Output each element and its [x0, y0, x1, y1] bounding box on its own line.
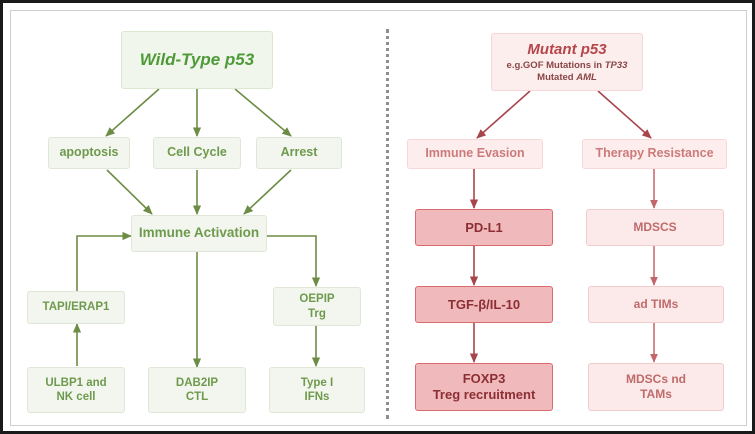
node-arrest[interactable]: Arrest [256, 137, 342, 169]
node-oepip-trg[interactable]: OEPIP Trg [273, 287, 361, 326]
node-foxp3-treg[interactable]: FOXP3 Treg recruitment [415, 363, 553, 411]
node-label: apoptosis [59, 145, 119, 160]
disease-name-aml: AML [576, 71, 597, 83]
gene-name-tp33: TP33 [604, 60, 628, 72]
node-label-line1: Type I [300, 376, 334, 389]
node-tapi-erap1[interactable]: TAPI/ERAP1 [27, 291, 125, 324]
node-label-line1: Mutant p53 [527, 40, 607, 58]
node-label-line2: e.g.GOF Mutations in TP33 [506, 60, 628, 72]
node-label-line2: NK cell [56, 391, 96, 403]
node-label-line1: ULBP1 and [45, 376, 107, 389]
node-label-line1: DAB2IP [175, 376, 219, 389]
node-label: Immune Evasion [425, 146, 525, 161]
node-label-line2: CTL [185, 391, 209, 403]
node-label-line1: MDSCs nd [626, 372, 686, 387]
node-label-line2: IFNs [304, 391, 330, 403]
node-label: Wild-Type p53 [139, 49, 255, 69]
node-ad-tims[interactable]: ad TIMs [588, 286, 724, 323]
node-mutant-p53[interactable]: Mutant p53 e.g.GOF Mutations in TP33 Mut… [491, 33, 643, 91]
node-mdscs-tams[interactable]: MDSCs nd TAMs [588, 363, 724, 411]
node-label-line2: TAMs [640, 387, 672, 401]
node-type-i-ifns[interactable]: Type I IFNs [269, 367, 365, 413]
node-dab2ip-ctl[interactable]: DAB2IP CTL [148, 367, 246, 413]
node-label-line3: Mutated AML [537, 71, 597, 83]
node-label-line2: Trg [308, 307, 326, 320]
node-tgf-beta-il-10[interactable]: TGF-β/IL-10 [415, 286, 553, 323]
panel-divider [386, 29, 389, 419]
node-pd-l1[interactable]: PD-L1 [415, 209, 553, 246]
node-label: TAPI/ERAP1 [42, 301, 110, 314]
node-cell-cycle[interactable]: Cell Cycle [153, 137, 241, 169]
node-label: TGF-β/IL-10 [447, 296, 521, 312]
node-mdscs[interactable]: MDSCS [586, 209, 724, 246]
node-label: Therapy Resistance [595, 146, 714, 161]
node-label: Arrest [280, 145, 318, 160]
node-immune-activation[interactable]: Immune Activation [131, 215, 267, 252]
node-wild-type-p53[interactable]: Wild-Type p53 [121, 31, 273, 89]
node-label: Cell Cycle [167, 145, 227, 160]
node-label: PD-L1 [465, 219, 503, 235]
node-label: Immune Activation [138, 225, 260, 241]
node-therapy-resistance[interactable]: Therapy Resistance [582, 139, 727, 169]
node-immune-evasion[interactable]: Immune Evasion [407, 139, 543, 169]
node-label-line2: Treg recruitment [432, 387, 536, 402]
node-label: ad TIMs [633, 297, 679, 312]
node-label-line1: FOXP3 [462, 371, 506, 387]
node-label-line1: OEPIP [299, 293, 335, 306]
node-apoptosis[interactable]: apoptosis [48, 137, 130, 169]
node-ulbp1-nk-cell[interactable]: ULBP1 and NK cell [27, 367, 125, 413]
node-label: MDSCS [633, 220, 677, 235]
